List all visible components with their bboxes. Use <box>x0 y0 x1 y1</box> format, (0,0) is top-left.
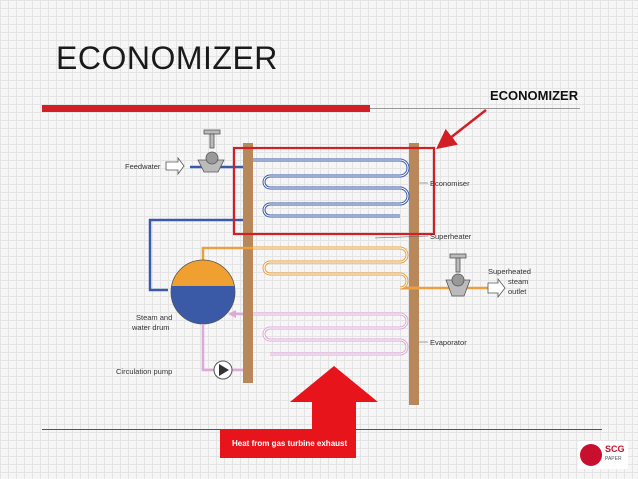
steam-riser <box>201 246 253 262</box>
steam-outlet-valve <box>445 253 471 297</box>
heat-arrow: Heat from gas turbine exhaust <box>220 366 378 458</box>
scg-logo-sub: PAPER <box>605 456 622 462</box>
label-feedwater: Feedwater <box>125 162 161 171</box>
feedwater-valve <box>197 129 225 173</box>
label-evaporator: Evaporator <box>430 338 467 347</box>
footer-line <box>42 429 602 430</box>
label-superheated-2: steam <box>508 277 528 286</box>
title-underline <box>42 105 370 112</box>
title-divider <box>370 108 580 109</box>
label-drum-1: Steam and <box>136 313 172 322</box>
slide-title: ECONOMIZER <box>56 40 278 76</box>
steam-water-drum <box>170 259 236 325</box>
label-circulation-pump: Circulation pump <box>116 367 172 376</box>
circulation-pump <box>213 360 233 380</box>
evaporator-coil <box>253 312 409 356</box>
label-drum-2: water drum <box>131 323 170 332</box>
economizer-callout: ECONOMIZER <box>490 88 579 103</box>
scg-logo-mark <box>580 444 602 466</box>
economiser-highlight <box>232 146 436 236</box>
label-superheated-3: outlet <box>508 287 527 296</box>
label-superheater: Superheater <box>430 232 472 241</box>
scg-logo: SCG PAPER <box>578 441 628 469</box>
steam-outlet-arrow <box>487 277 506 299</box>
callout-arrow <box>436 109 487 150</box>
label-economiser: Economiser <box>430 179 470 188</box>
right-column <box>409 143 419 405</box>
left-column <box>243 143 253 383</box>
label-superheated-1: Superheated <box>488 267 531 276</box>
feedwater-arrow <box>165 156 185 176</box>
scg-logo-text: SCG <box>605 444 625 454</box>
superheater-coil <box>253 246 419 290</box>
label-heat-source: Heat from gas turbine exhaust <box>232 439 347 448</box>
